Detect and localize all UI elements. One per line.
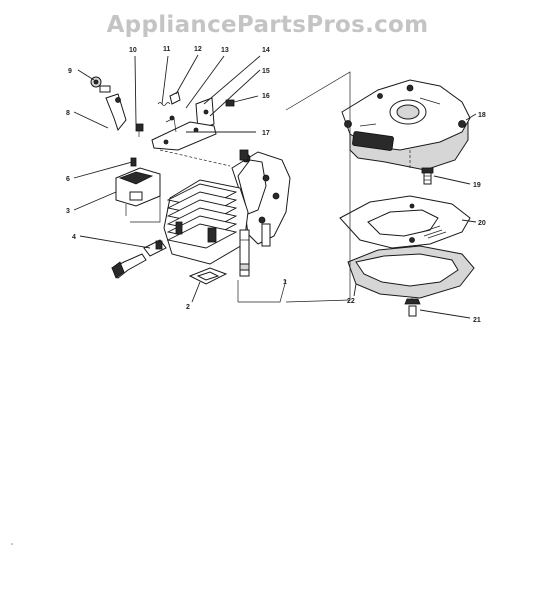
callout-4: 4 <box>72 234 76 241</box>
part-9-nut <box>90 76 111 93</box>
callout-12: 12 <box>194 46 202 53</box>
callout-3: 3 <box>66 208 70 215</box>
callout-21: 21 <box>473 317 481 324</box>
callout-10: 10 <box>129 47 137 54</box>
part-11-spring <box>157 102 171 106</box>
part-21-screw <box>404 298 421 317</box>
callout-15: 15 <box>262 68 270 75</box>
watermark-text: AppliancePartsPros.com <box>106 12 429 38</box>
callout-17: 17 <box>262 130 270 137</box>
callout-22: 22 <box>347 298 355 305</box>
part-1-engine-block <box>163 149 291 277</box>
part-8-governor-lever <box>105 93 127 132</box>
callout-numbers: 10 11 12 13 14 15 16 17 9 8 6 3 4 2 1 18… <box>66 46 486 324</box>
callout-18: 18 <box>478 112 486 119</box>
callout-8: 8 <box>66 110 70 117</box>
callout-9: 9 <box>68 68 72 75</box>
part-22-baffle <box>347 245 475 299</box>
callout-2: 2 <box>186 304 190 311</box>
part-4-spark-plug <box>111 239 167 279</box>
part-3-ignition-module <box>115 167 161 207</box>
callout-14: 14 <box>262 47 270 54</box>
part-10-screw <box>135 123 144 137</box>
callout-16: 16 <box>262 93 270 100</box>
part-16-screw <box>225 99 235 107</box>
part-14-bracket <box>195 97 215 131</box>
leader-lines <box>73 54 477 319</box>
bracket-line-engine <box>238 279 287 303</box>
callout-6: 6 <box>66 176 70 183</box>
part-17-control-plate <box>151 115 217 151</box>
part-20-gasket <box>339 195 471 300</box>
stray-mark <box>11 543 13 545</box>
callout-19: 19 <box>473 182 481 189</box>
callout-20: 20 <box>478 220 486 227</box>
part-18-cover <box>341 79 471 171</box>
callout-13: 13 <box>221 47 229 54</box>
part-12-link <box>169 91 181 105</box>
callout-11: 11 <box>163 46 171 53</box>
part-2-gasket <box>188 267 228 285</box>
callout-1: 1 <box>283 279 287 286</box>
part-19-screw <box>421 167 434 185</box>
